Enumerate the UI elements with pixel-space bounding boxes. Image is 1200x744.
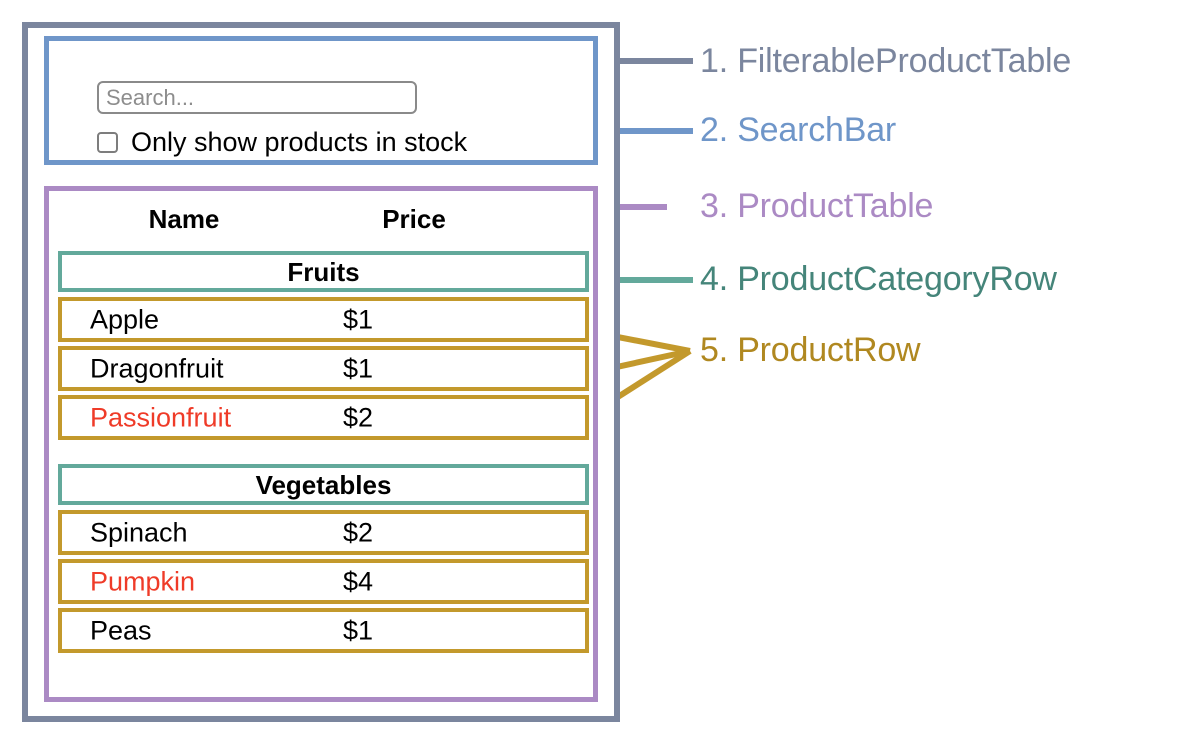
search-bar-container: Only show products in stock: [44, 36, 598, 165]
product-category-label: Fruits: [287, 256, 360, 287]
callout-label-filterable-product-table: 1. FilterableProductTable: [700, 42, 1072, 80]
callout-label-product-table: 3. ProductTable: [700, 187, 934, 225]
product-name: Peas: [90, 615, 152, 645]
product-row: Dragonfruit $1: [58, 346, 589, 391]
product-row: Passionfruit $2: [58, 395, 589, 440]
product-price: $1: [343, 353, 374, 383]
search-input[interactable]: [97, 81, 417, 114]
in-stock-filter-row[interactable]: Only show products in stock: [97, 129, 467, 156]
product-table-container: Name Price Fruits Apple $1 Dragonfruit $…: [44, 186, 598, 702]
product-row: Apple $1: [58, 297, 589, 342]
in-stock-checkbox[interactable]: [97, 132, 118, 153]
product-name: Dragonfruit: [90, 353, 224, 383]
product-table-header-row: Name Price: [49, 201, 593, 243]
product-name: Pumpkin: [90, 566, 196, 596]
callout-label-search-bar: 2. SearchBar: [700, 111, 897, 149]
callout-label-product-row: 5. ProductRow: [700, 331, 921, 369]
in-stock-checkbox-label: Only show products in stock: [131, 127, 468, 157]
product-name: Apple: [90, 304, 160, 334]
column-header-price: Price: [382, 204, 446, 234]
product-row: Spinach $2: [58, 510, 589, 555]
product-name: Passionfruit: [90, 402, 232, 432]
product-price: $2: [343, 402, 374, 432]
product-price: $1: [343, 615, 374, 645]
product-price: $4: [343, 566, 374, 596]
product-price: $1: [343, 304, 374, 334]
product-name: Spinach: [90, 517, 188, 547]
product-row: Peas $1: [58, 608, 589, 653]
product-price: $2: [343, 517, 374, 547]
product-table-body: Fruits Apple $1 Dragonfruit $1 Passionfr…: [58, 251, 589, 657]
product-category-row: Fruits: [58, 251, 589, 292]
column-header-name: Name: [148, 204, 220, 234]
product-category-label: Vegetables: [255, 469, 392, 500]
product-category-row: Vegetables: [58, 464, 589, 505]
product-row: Pumpkin $4: [58, 559, 589, 604]
callout-label-product-category-row: 4. ProductCategoryRow: [700, 260, 1057, 298]
